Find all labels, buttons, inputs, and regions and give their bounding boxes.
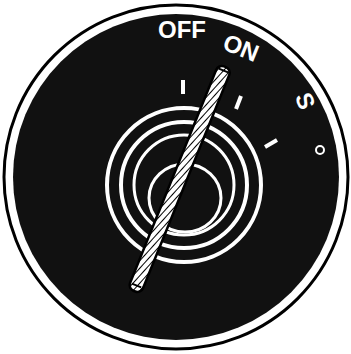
position-label: OFF [158,18,206,42]
